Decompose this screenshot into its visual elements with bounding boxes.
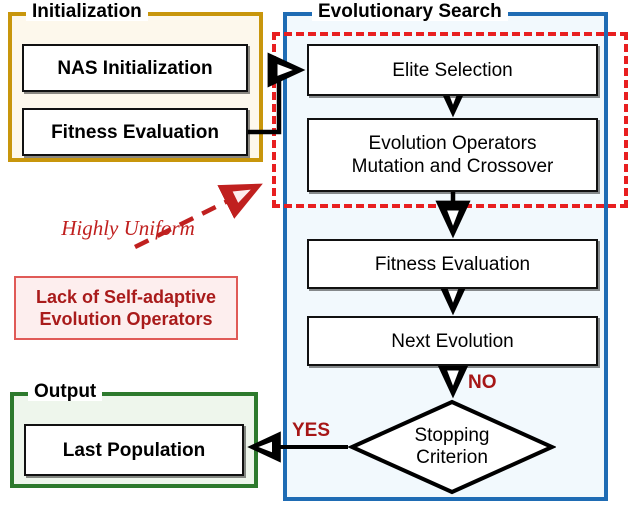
- node-initial-fitness-evaluation[interactable]: Fitness Evaluation: [22, 108, 248, 156]
- annotation-highly-uniform: Highly Uniform: [61, 216, 195, 240]
- node-evolution-operators-line1: Evolution Operators: [368, 133, 537, 154]
- node-next-evolution[interactable]: Next Evolution: [307, 316, 598, 366]
- annotation-issue-line1: Lack of Self-adaptive: [35, 287, 217, 307]
- node-evolution-operators[interactable]: Evolution Operators Mutation and Crossov…: [307, 118, 598, 192]
- evolutionary-search-panel-title: Evolutionary Search: [312, 2, 508, 21]
- initialization-panel-title: Initialization: [26, 2, 148, 21]
- node-fitness-evaluation[interactable]: Fitness Evaluation: [307, 239, 598, 289]
- node-elite-selection[interactable]: Elite Selection: [307, 44, 598, 96]
- node-nas-initialization[interactable]: NAS Initialization: [22, 44, 248, 92]
- annotation-issue-line2: Evolution Operators: [39, 309, 213, 329]
- node-last-population[interactable]: Last Population: [24, 424, 244, 476]
- node-stopping-criterion[interactable]: [348, 398, 556, 496]
- branch-label-no: NO: [468, 372, 497, 393]
- annotation-issue-box: Lack of Self-adaptive Evolution Operator…: [14, 276, 238, 340]
- branch-label-yes: YES: [292, 420, 331, 441]
- output-panel-title: Output: [28, 382, 103, 401]
- node-evolution-operators-line2: Mutation and Crossover: [351, 156, 554, 177]
